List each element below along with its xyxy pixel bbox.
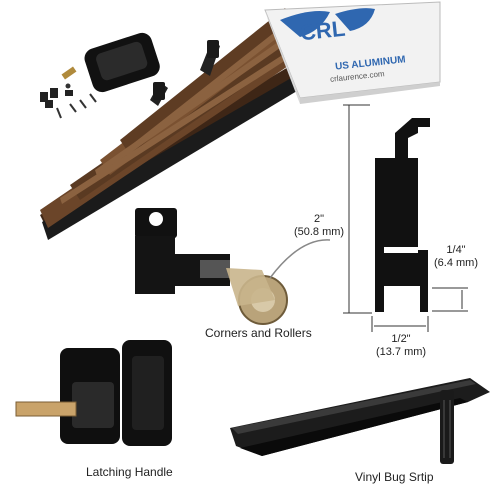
latching-handle-caption: Latching Handle [86,465,173,479]
frame-bundle [40,8,312,240]
hardware-parts [40,66,97,119]
width-inches: 1/2" [391,333,411,345]
product-box [264,1,441,104]
corners-rollers-caption: Corners and Rollers [205,326,312,340]
lip-dimension-label: 1/4" (6.4 mm) [426,244,486,270]
box-brand-text: CRL [298,15,347,46]
handle-small [84,32,160,93]
dimension-guides [343,104,468,332]
width-mm: (13.7 mm) [375,346,427,358]
lip-inches: 1/4" [446,244,466,256]
profile-cross-section [375,118,430,312]
height-mm: (50.8 mm) [293,226,345,238]
vinyl-strip-caption: Vinyl Bug Srtip [355,470,434,484]
height-dimension-label: 2" (50.8 mm) [290,213,348,239]
latching-handle [15,340,172,446]
corner-roller-assembly [135,208,331,325]
vinyl-bug-strip [230,378,490,464]
width-dimension-label: 1/2" (13.7 mm) [369,333,433,359]
lip-mm: (6.4 mm) [434,257,478,269]
height-inches: 2" [313,213,325,225]
